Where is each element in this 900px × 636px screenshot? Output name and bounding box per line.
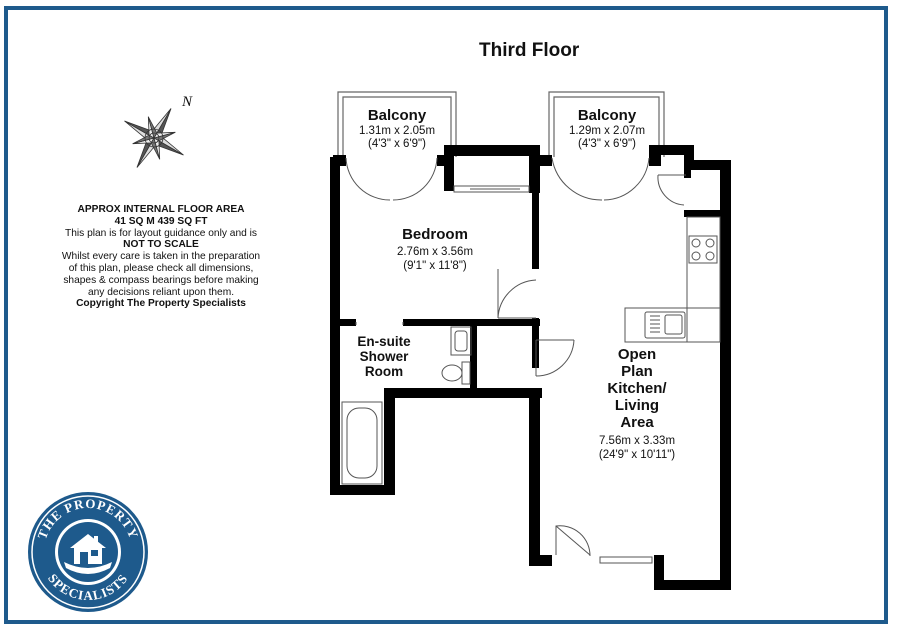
bedroom-metric: 2.76m x 3.56m: [397, 246, 473, 258]
hob-icon: [688, 235, 718, 264]
wardrobe-doors: [453, 185, 530, 193]
living-imperial: (24'9" x 10'11"): [599, 449, 675, 461]
company-logo: THE PROPERTY SPECIALISTS: [28, 492, 148, 612]
walls: [330, 145, 731, 590]
notes-disclaimer-2: of this plan, please check all dimension…: [68, 262, 254, 274]
toilet-icon: [441, 361, 471, 385]
ensuite-name-2: Shower: [360, 349, 410, 364]
bedroom-imperial: (9'1" x 11'8"): [403, 260, 467, 272]
balcony-left-imperial: (4'3" x 6'9"): [368, 138, 426, 150]
door-swings: [345, 157, 686, 557]
bedroom-name: Bedroom: [402, 226, 468, 243]
balcony-left-name: Balcony: [368, 107, 427, 124]
living-metric: 7.56m x 3.33m: [599, 435, 675, 447]
ensuite-name-3: Room: [365, 364, 403, 379]
kitchen-worktop: [624, 216, 721, 343]
balcony-left-outline: [337, 91, 457, 157]
notes-copyright: Copyright The Property Specialists: [76, 298, 246, 310]
balcony-right-imperial: (4'3" x 6'9"): [578, 138, 636, 150]
living-name-3: Kitchen/: [607, 380, 667, 397]
balcony-right-outline: [548, 91, 665, 157]
floor-title: Third Floor: [479, 40, 580, 61]
external-window: [599, 556, 653, 564]
page-frame: [4, 6, 888, 624]
notes-area: 41 SQ M 439 SQ FT: [114, 215, 208, 227]
balcony-right-metric: 1.29m x 2.07m: [569, 125, 645, 137]
living-name-2: Plan: [621, 363, 653, 380]
compass-north-label: N: [181, 94, 193, 110]
living-name-1: Open: [618, 346, 656, 363]
living-name-5: Area: [620, 414, 654, 431]
notes-not-to-scale: NOT TO SCALE: [123, 239, 199, 251]
notes-disclaimer-1: Whilst every care is taken in the prepar…: [61, 251, 261, 263]
living-name-4: Living: [615, 397, 659, 414]
notes-guidance: This plan is for layout guidance only an…: [65, 227, 257, 239]
notes-heading: APPROX INTERNAL FLOOR AREA: [77, 204, 245, 215]
balcony-right-name: Balcony: [578, 107, 637, 124]
balcony-left-metric: 1.31m x 2.05m: [359, 125, 435, 137]
compass-rose-icon: N: [124, 94, 193, 168]
floor-area-notes: APPROX INTERNAL FLOOR AREA 41 SQ M 439 S…: [50, 204, 272, 310]
shower-tray-icon: [341, 401, 383, 485]
basin-icon: [450, 326, 472, 356]
ensuite-name-1: En-suite: [357, 334, 411, 349]
kitchen-sink-icon: [644, 311, 686, 339]
house-icon: [64, 534, 112, 574]
notes-disclaimer-4: any decisions reliant upon them.: [87, 286, 235, 298]
notes-disclaimer-3: shapes & compass bearings before making: [63, 274, 259, 286]
